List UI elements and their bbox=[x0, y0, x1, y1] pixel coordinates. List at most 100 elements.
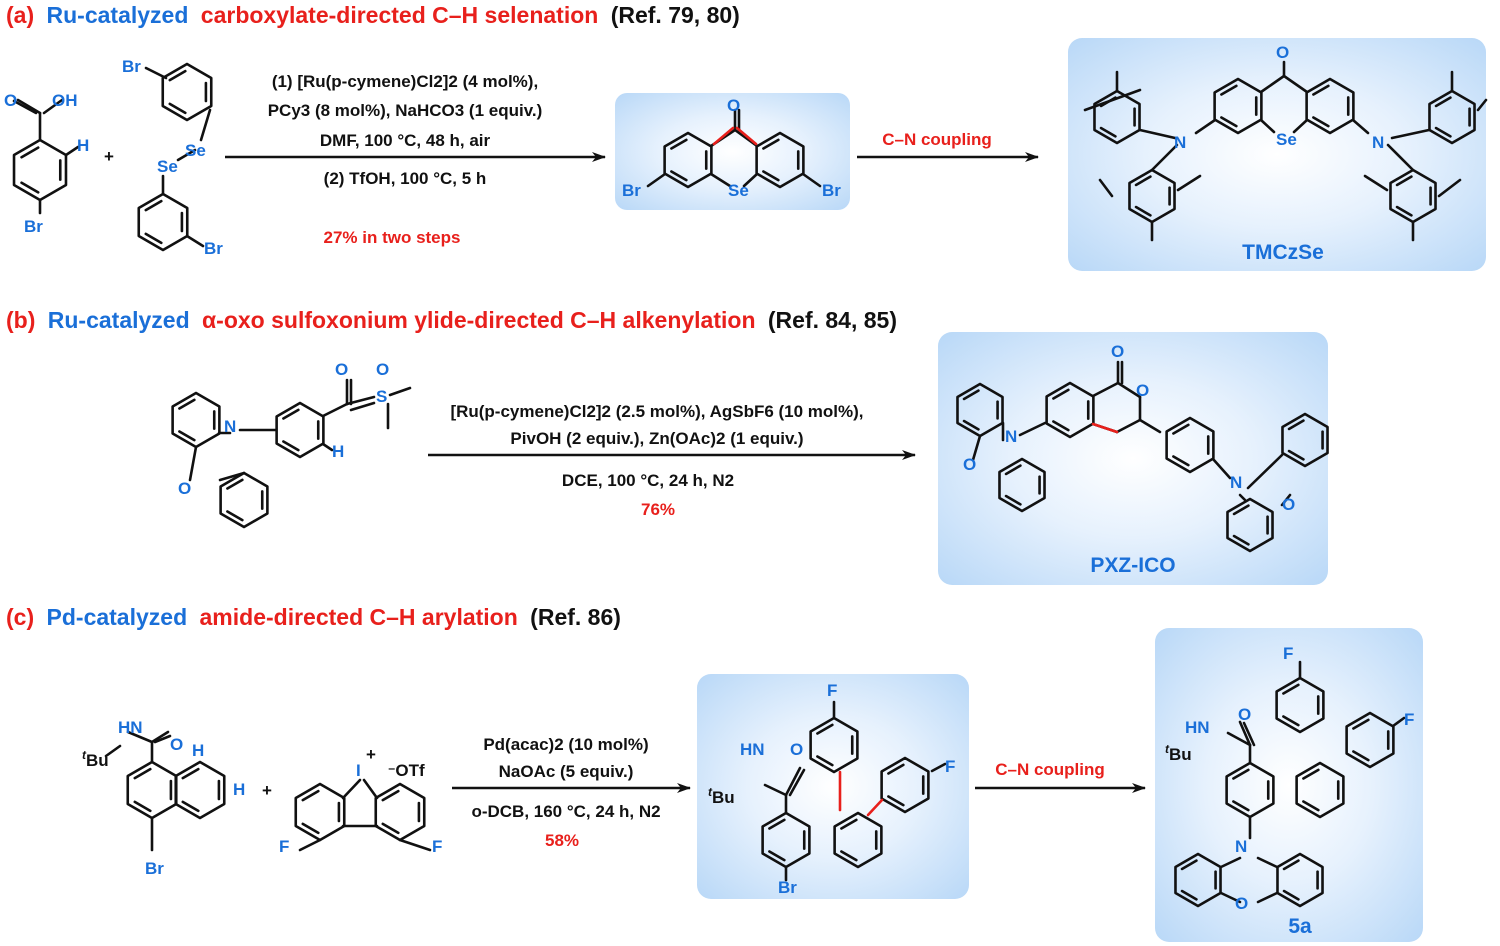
bond bbox=[930, 762, 947, 773]
bond bbox=[388, 386, 412, 397]
bond bbox=[1194, 118, 1217, 135]
atom-h-ring: H bbox=[233, 780, 245, 799]
bond bbox=[1150, 143, 1179, 172]
atom-se-tmczse: Se bbox=[1276, 130, 1297, 149]
atom-o-sulfoxonium: O bbox=[376, 360, 389, 379]
atom-o-ketone-tmczse: O bbox=[1276, 43, 1289, 62]
coupling-label-c: C–N coupling bbox=[995, 760, 1105, 779]
bond bbox=[362, 778, 379, 800]
bond bbox=[1386, 143, 1415, 172]
atom-tbu-triphen: tBu bbox=[708, 785, 735, 807]
bond bbox=[153, 734, 172, 744]
double-bond bbox=[840, 818, 858, 830]
bond bbox=[1280, 493, 1292, 507]
ring-carbazole-r1 bbox=[1428, 89, 1476, 145]
conditions-c-line2: NaOAc (5 equiv.) bbox=[499, 762, 634, 781]
atom-n-right-tmczse: N bbox=[1372, 133, 1384, 152]
double-bond bbox=[670, 170, 688, 182]
bond bbox=[1116, 381, 1142, 399]
double-bond bbox=[381, 822, 400, 835]
bond bbox=[1018, 421, 1047, 437]
bond bbox=[1242, 721, 1256, 747]
bond bbox=[104, 744, 122, 758]
bond bbox=[709, 172, 732, 188]
ring-tri-bottom-right bbox=[833, 811, 883, 869]
bond bbox=[1476, 98, 1488, 112]
ring-naph-2 bbox=[174, 760, 226, 820]
atom-n-5a: N bbox=[1235, 837, 1247, 856]
ring-pxz-sm-1 bbox=[171, 391, 221, 449]
molecule-bonds bbox=[12, 60, 1488, 908]
ring-carbazole-l1 bbox=[1093, 89, 1141, 145]
double-bond bbox=[1232, 504, 1250, 516]
conditions-a-line3: DMF, 100 °C, 48 h, air bbox=[320, 131, 491, 150]
ring-iodo-2 bbox=[374, 782, 426, 842]
bond bbox=[1391, 716, 1406, 728]
double-bond bbox=[226, 510, 244, 522]
bond bbox=[1282, 74, 1309, 94]
double-bond bbox=[1434, 126, 1452, 138]
double-bond bbox=[181, 800, 200, 813]
atom-se-2: Se bbox=[157, 157, 178, 176]
ring-5a-top bbox=[1275, 676, 1325, 734]
double-bond bbox=[178, 398, 196, 410]
atom-f-right-5a: F bbox=[1404, 710, 1414, 729]
double-bond bbox=[133, 767, 152, 780]
double-bond bbox=[282, 408, 300, 420]
ring-pxz-r2 bbox=[1226, 497, 1274, 553]
bond bbox=[150, 730, 170, 744]
product-name-pxz-ico: PXZ-ICO bbox=[1090, 554, 1175, 577]
double-bond bbox=[168, 69, 187, 82]
double-bond bbox=[962, 419, 980, 431]
double-bond bbox=[226, 478, 244, 490]
double-bond bbox=[1302, 800, 1320, 812]
double-bond bbox=[1004, 464, 1022, 476]
new-bond-red bbox=[735, 126, 758, 146]
atom-s-ylide: S bbox=[376, 387, 387, 406]
double-bond bbox=[816, 755, 834, 767]
atom-br-diselenide-top: Br bbox=[122, 57, 141, 76]
bond bbox=[1226, 731, 1252, 747]
double-bond bbox=[1312, 84, 1330, 96]
bond bbox=[64, 145, 80, 157]
atom-hn-c-sm: HN bbox=[118, 718, 143, 737]
bond bbox=[1256, 891, 1279, 904]
double-bond bbox=[1287, 419, 1305, 431]
bond bbox=[188, 445, 198, 482]
conditions-c-line3: o-DCB, 160 °C, 24 h, N2 bbox=[471, 802, 660, 821]
conditions-a-line4: (2) TfOH, 100 °C, 5 h bbox=[324, 169, 487, 188]
product-name-5a: 5a bbox=[1288, 915, 1312, 938]
atom-o-carbonyl-ico: O bbox=[1111, 342, 1124, 361]
ring-benzoic-acid bbox=[12, 138, 68, 202]
atom-o-ketone-b: O bbox=[335, 360, 348, 379]
new-bond-red-ico bbox=[1091, 422, 1119, 434]
ring-iodo-1 bbox=[294, 782, 346, 842]
double-bond bbox=[1134, 205, 1152, 217]
double-bond bbox=[20, 181, 40, 194]
conditions-a-line1: (1) [Ru(p-cymene)Cl2]2 (4 mol%), bbox=[272, 72, 538, 91]
atom-o-acid: O bbox=[4, 91, 17, 110]
bond bbox=[1098, 178, 1114, 198]
bond bbox=[788, 768, 806, 797]
double-bond bbox=[1134, 175, 1152, 187]
ring-aryl-b-sm bbox=[275, 401, 325, 459]
double-bond bbox=[1099, 126, 1117, 138]
bond bbox=[176, 148, 197, 162]
bond bbox=[1138, 418, 1162, 434]
product-name-tmczse: TMCzSe bbox=[1242, 241, 1324, 264]
atom-f-iodonium-left: F bbox=[279, 837, 289, 856]
double-bond bbox=[1180, 889, 1198, 901]
atom-o-amide-5a: O bbox=[1238, 705, 1251, 724]
double-bond bbox=[1232, 534, 1250, 546]
bond bbox=[1256, 856, 1279, 869]
double-bond bbox=[1052, 388, 1070, 400]
bond bbox=[1437, 178, 1462, 198]
double-bond bbox=[1282, 715, 1300, 727]
atom-f-right-triphen: F bbox=[945, 757, 955, 776]
bond bbox=[321, 402, 349, 418]
double-bond bbox=[887, 763, 905, 775]
bond bbox=[42, 98, 64, 115]
double-bond bbox=[762, 138, 780, 150]
atom-br-diselenide-bottom: Br bbox=[204, 239, 223, 258]
